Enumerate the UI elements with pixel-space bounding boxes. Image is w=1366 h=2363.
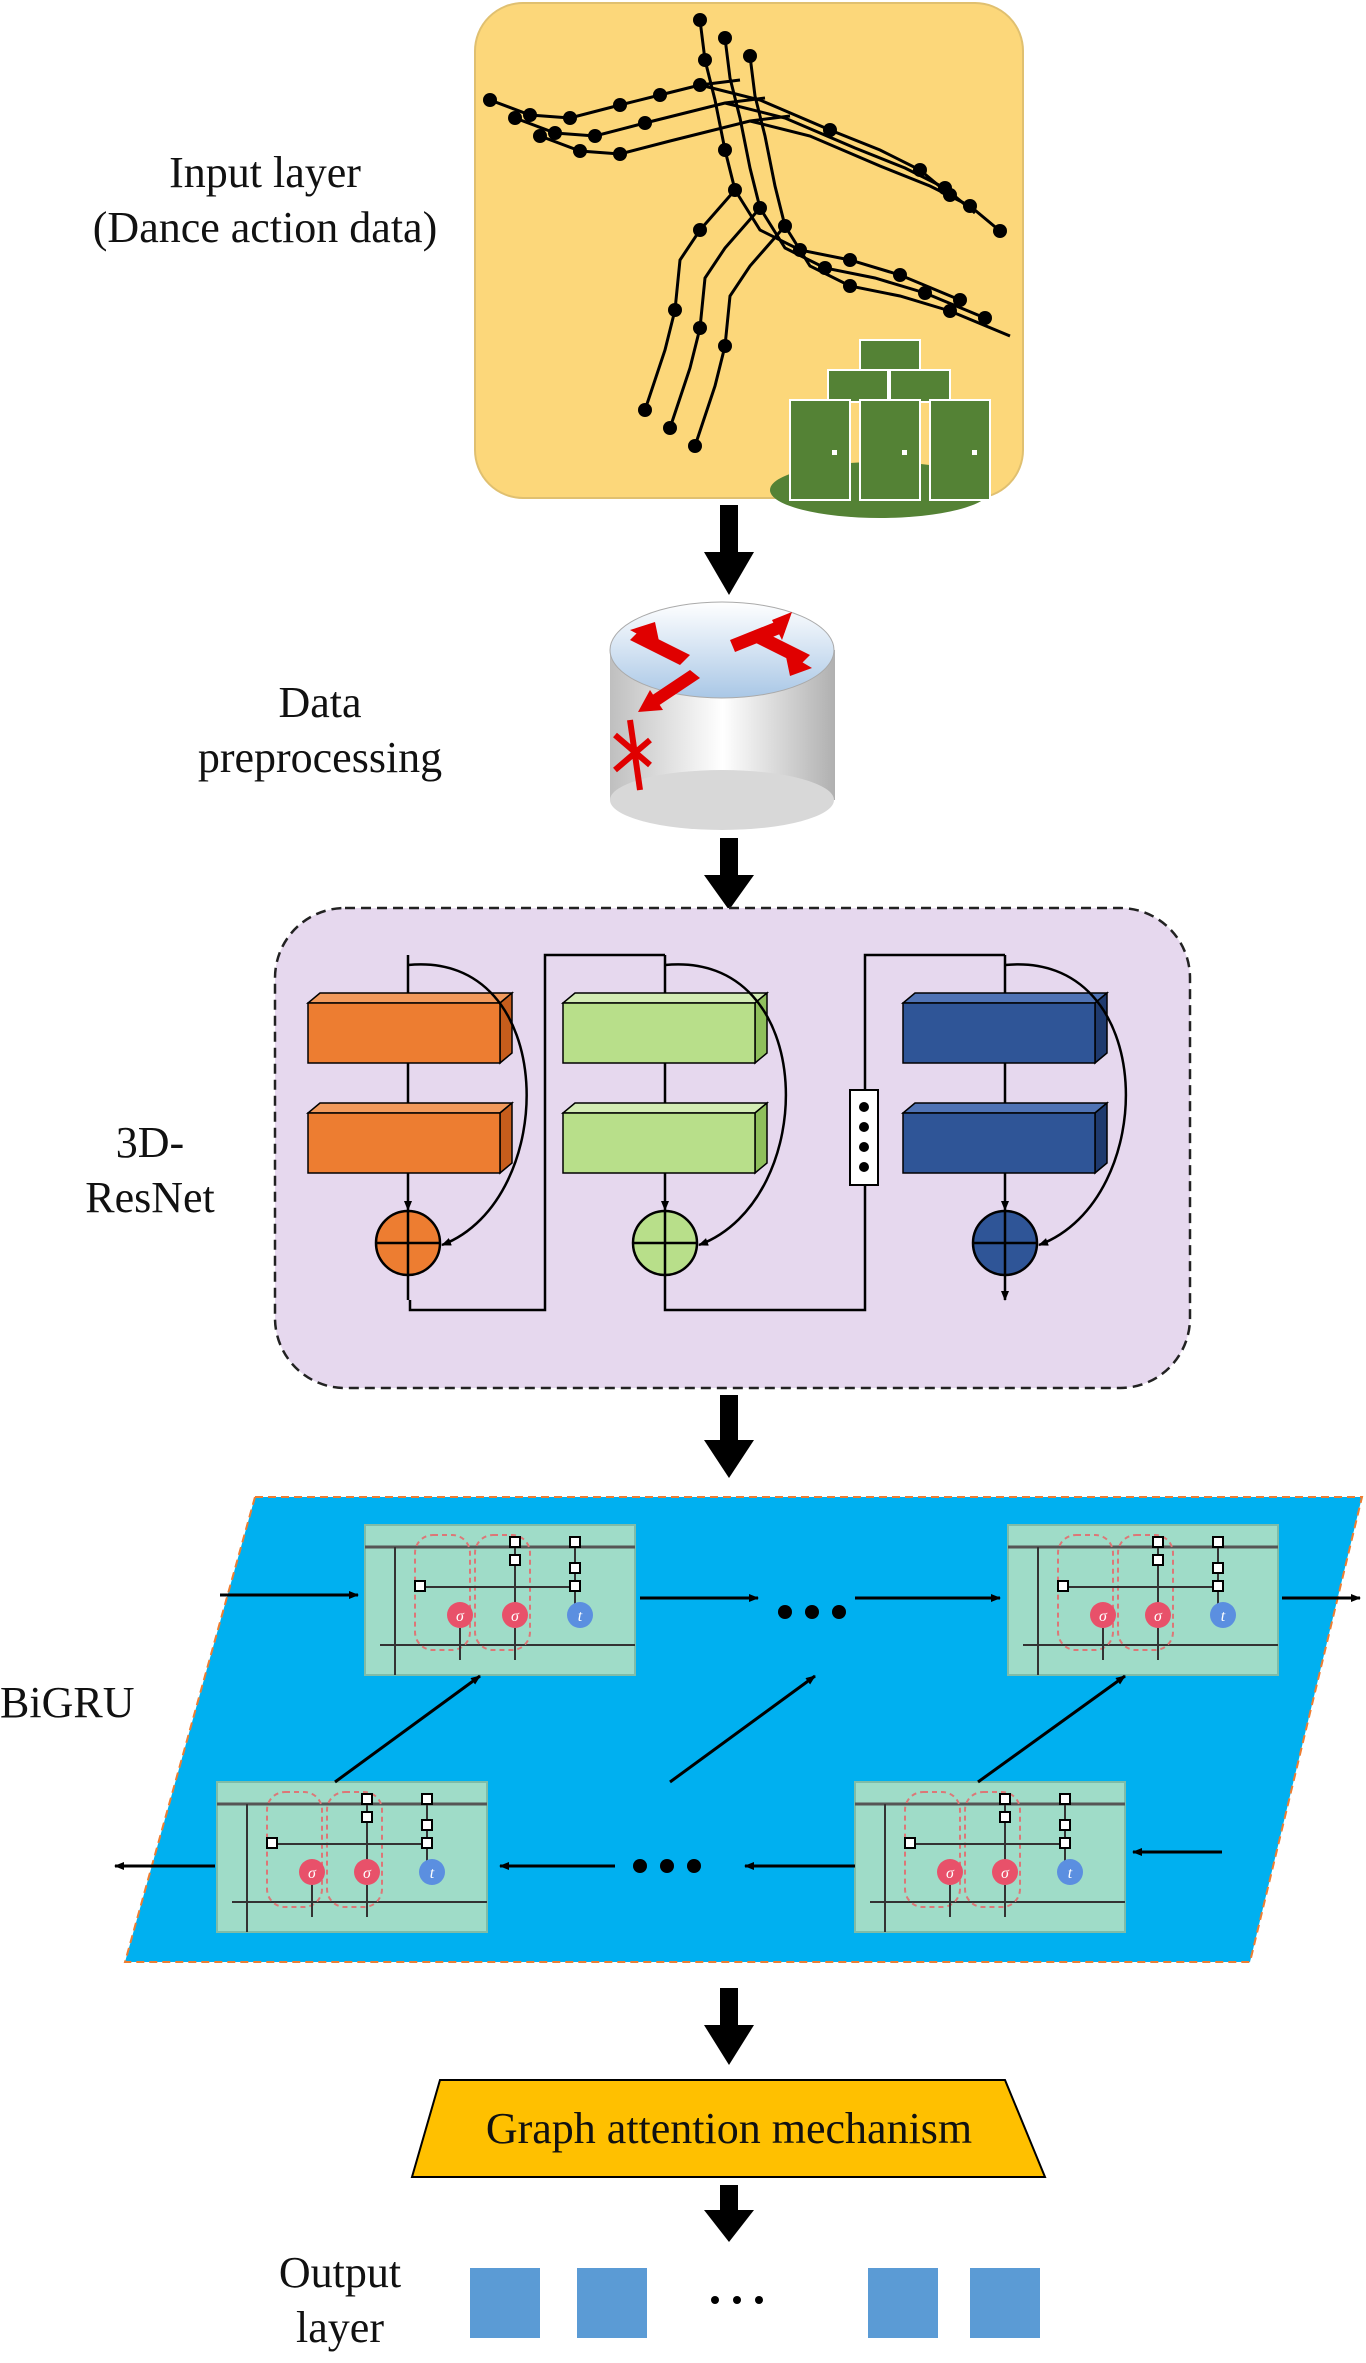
- attention-label: Graph attention mechanism: [486, 2104, 972, 2153]
- bigru-panel: [114, 1496, 1364, 1963]
- gru-cell-icon: [215, 1780, 489, 1934]
- preprocessing-label: Data preprocessing: [197, 678, 443, 782]
- output-node: [868, 2268, 938, 2338]
- gru-cell-icon: [1006, 1523, 1280, 1677]
- ellipsis-box: [849, 1089, 879, 1186]
- arrow-down: [704, 838, 754, 910]
- output-node: [970, 2268, 1040, 2338]
- resnet-box: [273, 906, 1192, 1390]
- gru-cell-icon: [363, 1523, 637, 1677]
- output-node: [577, 2268, 647, 2338]
- arrow-down: [704, 505, 754, 595]
- resnet-block-green: [560, 955, 788, 1300]
- output-nodes: [470, 2268, 1040, 2338]
- ellipsis-dots: [633, 1605, 846, 1873]
- arrow-down: [704, 1395, 754, 1478]
- add-circle-icon: [971, 1209, 1039, 1277]
- arrow-down: [704, 2185, 754, 2242]
- input-layer-box: [474, 2, 1024, 518]
- resnet-block-orange: [305, 955, 528, 1300]
- bigru-label: BiGRU: [0, 1678, 135, 1727]
- server-stack-icon: [770, 339, 991, 518]
- add-circle-icon: [631, 1209, 699, 1277]
- gru-cell-icon: [853, 1780, 1127, 1934]
- add-circle-icon: [374, 1209, 442, 1277]
- arrow-down: [704, 1988, 754, 2065]
- output-layer-label: Output layer: [278, 2248, 402, 2352]
- router-icon: [609, 601, 835, 830]
- resnet-block-blue: [900, 955, 1128, 1301]
- resnet-label: 3D- ResNet: [85, 1118, 215, 1222]
- output-node: [470, 2268, 540, 2338]
- input-layer-label: Input layer (Dance action data): [92, 148, 438, 252]
- attention-box: Graph attention mechanism: [410, 2079, 1047, 2178]
